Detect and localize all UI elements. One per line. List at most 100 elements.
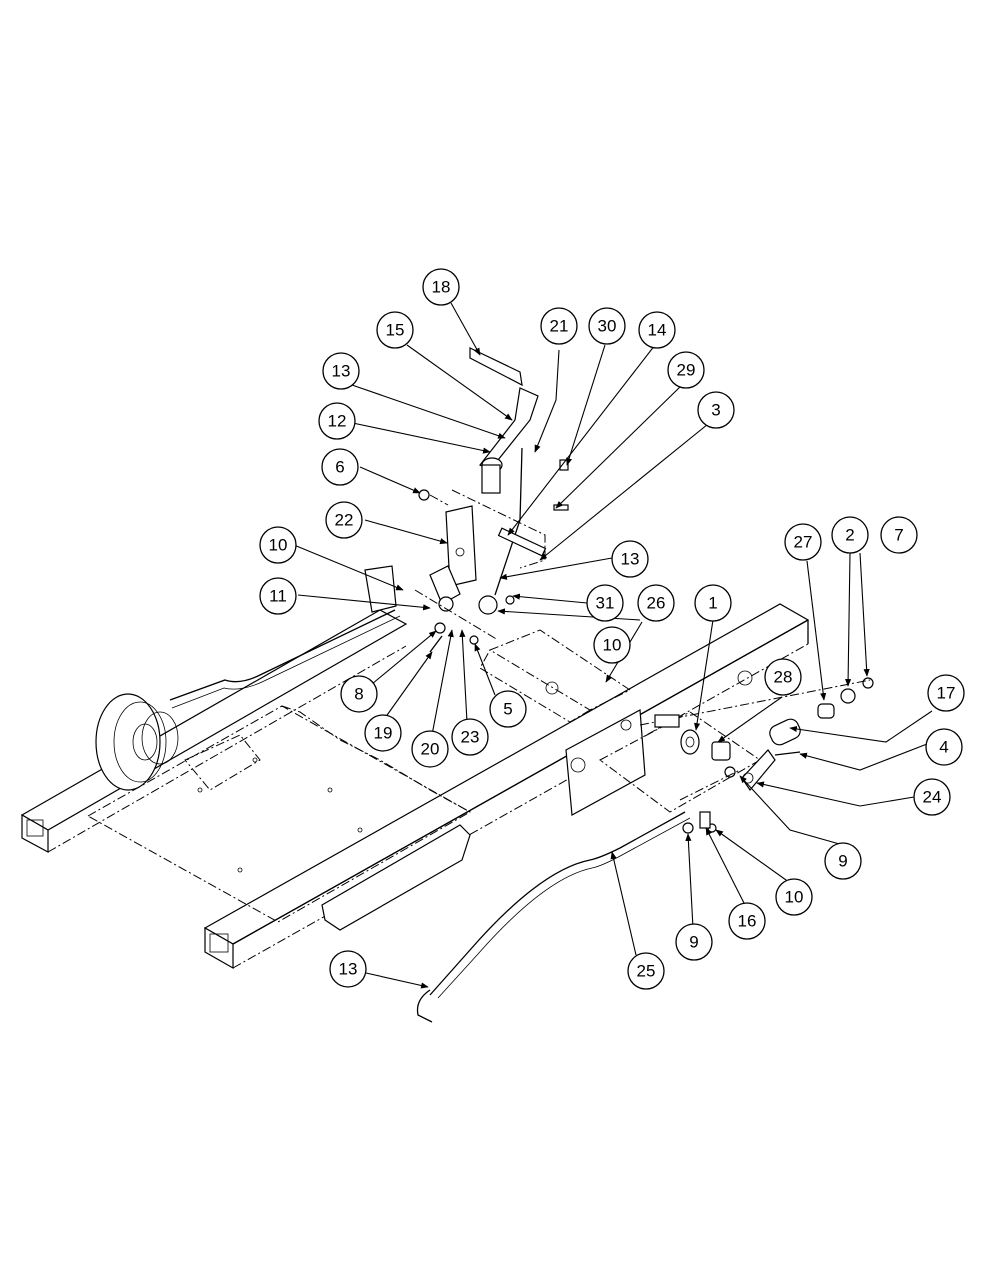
pivot-tube bbox=[481, 464, 501, 494]
wheel-hub bbox=[95, 693, 179, 791]
svg-text:9: 9 bbox=[838, 852, 847, 871]
part-9a bbox=[724, 766, 736, 778]
right-linkage bbox=[639, 677, 874, 834]
svg-text:9: 9 bbox=[689, 933, 698, 952]
callout-20: 20 bbox=[411, 730, 449, 768]
svg-text:27: 27 bbox=[794, 533, 813, 552]
svg-text:10: 10 bbox=[269, 536, 288, 555]
svg-text:31: 31 bbox=[596, 594, 615, 613]
part-24-arm bbox=[741, 749, 776, 792]
callout-23: 23 bbox=[451, 718, 489, 756]
svg-text:10: 10 bbox=[603, 636, 622, 655]
callout-15: 15 bbox=[376, 311, 414, 349]
callout-9-bottom: 9 bbox=[675, 923, 713, 961]
pedal-bracket bbox=[445, 505, 477, 587]
svg-text:20: 20 bbox=[421, 740, 440, 759]
svg-text:23: 23 bbox=[461, 728, 480, 747]
svg-text:25: 25 bbox=[637, 962, 656, 981]
svg-text:13: 13 bbox=[339, 960, 358, 979]
pedal-pad bbox=[469, 347, 523, 387]
callout-1: 1 bbox=[694, 584, 732, 622]
callout-31: 31 bbox=[586, 584, 624, 622]
under-bracket bbox=[321, 824, 471, 931]
svg-text:12: 12 bbox=[328, 412, 347, 431]
callout-4: 4 bbox=[925, 728, 963, 766]
svg-text:4: 4 bbox=[939, 738, 948, 757]
part-9b bbox=[682, 822, 694, 834]
callout-13-bottom: 13 bbox=[329, 950, 367, 988]
callout-27: 27 bbox=[784, 523, 822, 561]
pivot-shaft bbox=[429, 565, 461, 605]
svg-text:24: 24 bbox=[923, 788, 942, 807]
svg-text:11: 11 bbox=[269, 587, 287, 606]
part-16 bbox=[699, 811, 711, 829]
nut-31 bbox=[505, 595, 515, 605]
rear-rail bbox=[20, 609, 408, 854]
svg-text:13: 13 bbox=[621, 550, 640, 569]
callout-18: 18 bbox=[422, 268, 460, 306]
part-28 bbox=[711, 741, 731, 761]
nut-6 bbox=[418, 489, 430, 501]
svg-text:10: 10 bbox=[785, 888, 804, 907]
link-end bbox=[478, 595, 498, 615]
svg-text:8: 8 bbox=[354, 685, 363, 704]
part-7 bbox=[862, 677, 874, 689]
svg-text:21: 21 bbox=[550, 317, 569, 336]
callout-14: 14 bbox=[638, 311, 676, 349]
bolt-30 bbox=[559, 459, 569, 471]
callout-13-mid: 13 bbox=[611, 540, 649, 578]
callout-3: 3 bbox=[697, 391, 735, 429]
brake-rod-25 bbox=[416, 811, 691, 1023]
svg-text:30: 30 bbox=[598, 317, 617, 336]
rear-brake-rod bbox=[169, 609, 396, 701]
callout-10-mid: 10 bbox=[593, 626, 631, 664]
bushing-left bbox=[438, 596, 454, 612]
nut-5 bbox=[469, 635, 479, 645]
callout-2: 2 bbox=[831, 516, 869, 554]
washer-8 bbox=[434, 622, 446, 634]
callout-10-left: 10 bbox=[259, 526, 297, 564]
callout-10-bottom: 10 bbox=[775, 878, 813, 916]
long-bolt bbox=[497, 527, 547, 557]
part-2 bbox=[840, 688, 856, 704]
left-mount-plate bbox=[364, 565, 397, 613]
svg-text:5: 5 bbox=[503, 700, 512, 719]
chassis-frame bbox=[20, 565, 810, 970]
part-27 bbox=[817, 703, 835, 719]
callout-9-right: 9 bbox=[824, 842, 862, 880]
callout-25: 25 bbox=[627, 952, 665, 990]
svg-text:26: 26 bbox=[647, 594, 666, 613]
callout-24: 24 bbox=[913, 778, 951, 816]
part-17 bbox=[769, 718, 801, 746]
svg-text:29: 29 bbox=[677, 361, 696, 380]
svg-text:13: 13 bbox=[332, 362, 351, 381]
right-mount-plate bbox=[565, 670, 761, 816]
svg-text:6: 6 bbox=[335, 458, 344, 477]
pedal-centerline bbox=[451, 489, 546, 569]
callout-11: 11 bbox=[259, 577, 297, 615]
svg-text:14: 14 bbox=[648, 321, 667, 340]
bushing bbox=[654, 714, 680, 728]
leader-lines bbox=[293, 302, 933, 989]
callouts: 18 15 21 30 14 13 29 12 3 6 22 10 27 2 7… bbox=[259, 268, 965, 990]
callout-17: 17 bbox=[927, 674, 965, 712]
svg-text:17: 17 bbox=[937, 684, 956, 703]
cross-channel bbox=[479, 629, 631, 723]
svg-text:2: 2 bbox=[845, 526, 854, 545]
callout-19: 19 bbox=[364, 714, 402, 752]
rear-brake-rod-edge bbox=[171, 615, 401, 709]
callout-30: 30 bbox=[588, 307, 626, 345]
callout-16: 16 bbox=[728, 902, 766, 940]
svg-text:16: 16 bbox=[738, 912, 757, 931]
callout-29: 29 bbox=[667, 351, 705, 389]
svg-text:28: 28 bbox=[774, 668, 793, 687]
svg-text:18: 18 bbox=[432, 278, 451, 297]
part-1 bbox=[680, 729, 700, 755]
svg-text:15: 15 bbox=[386, 321, 405, 340]
svg-text:3: 3 bbox=[711, 401, 720, 420]
svg-text:7: 7 bbox=[894, 526, 903, 545]
callout-26: 26 bbox=[637, 584, 675, 622]
callout-5: 5 bbox=[489, 690, 527, 728]
svg-text:22: 22 bbox=[335, 511, 354, 530]
